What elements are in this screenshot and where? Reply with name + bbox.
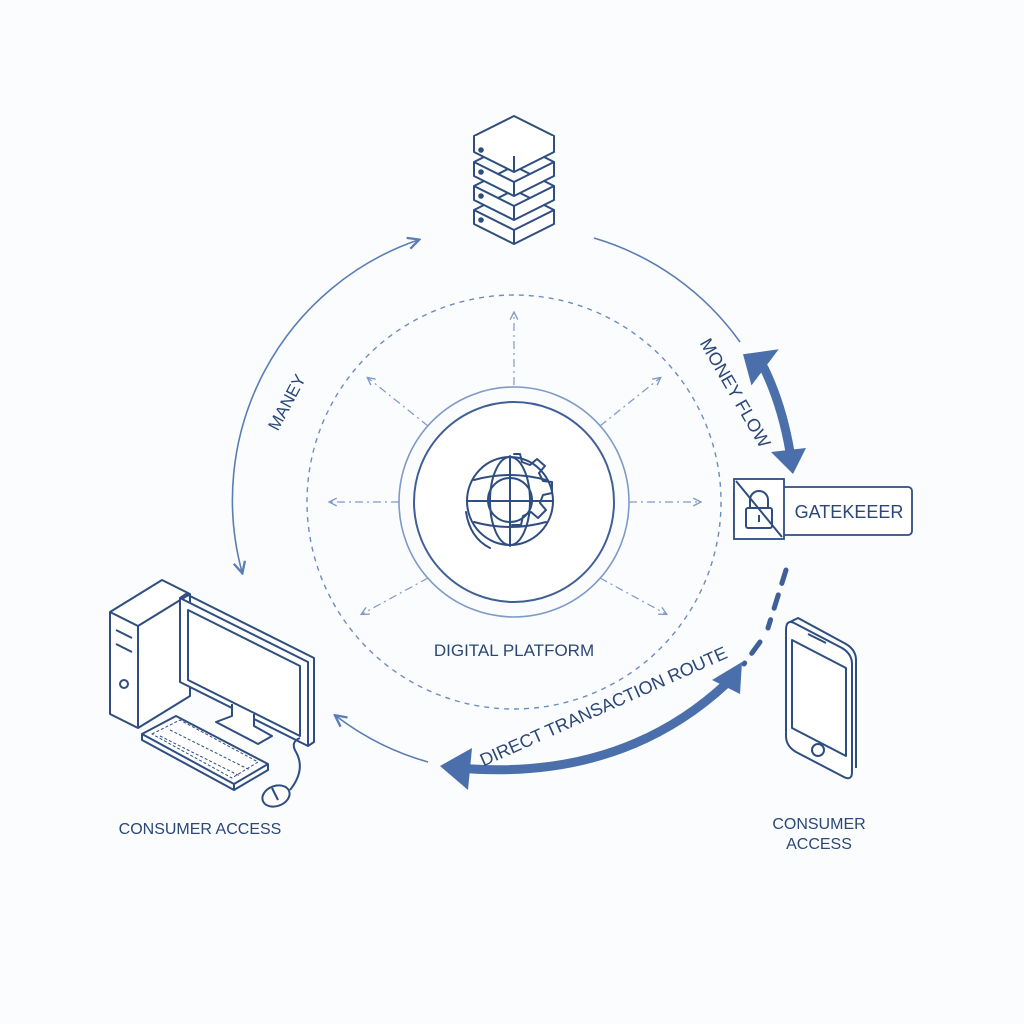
platform-boundary-dashed	[306, 294, 722, 710]
gatekeeper-node: GATEKEEER	[733, 478, 913, 540]
desktop-computer-icon	[109, 579, 315, 808]
money-flow-arrowhead-top	[743, 349, 779, 386]
platform-spokes	[330, 313, 700, 614]
money-arc-left	[231, 240, 418, 572]
direct-route-arrowhead-left	[440, 748, 472, 790]
money-flow-arrowhead-bottom	[771, 448, 806, 474]
direct-route-arrowhead-right	[712, 662, 742, 694]
consumer-access-right-label-line1: CONSUMER	[772, 816, 865, 833]
route-dashed-link	[741, 567, 789, 667]
money-flow-arc-top-right	[593, 237, 741, 343]
globe-gear-icon	[465, 453, 554, 549]
server-stack-icon	[473, 115, 555, 245]
smartphone-icon	[785, 617, 857, 780]
gatekeeper-label: GATEKEEER	[795, 502, 904, 522]
consumer-access-right-label-line2: ACCESS	[786, 836, 852, 853]
return-arc-bottom-left	[336, 716, 429, 763]
money-label: MANEY	[265, 371, 310, 433]
direct-route-thick-arrow	[453, 679, 731, 775]
digital-platform-label: DIGITAL PLATFORM	[434, 641, 594, 660]
padlock-icon	[735, 480, 783, 538]
money-flow-thick-arrow	[759, 363, 795, 457]
consumer-access-left-label: CONSUMER ACCESS	[119, 821, 282, 838]
